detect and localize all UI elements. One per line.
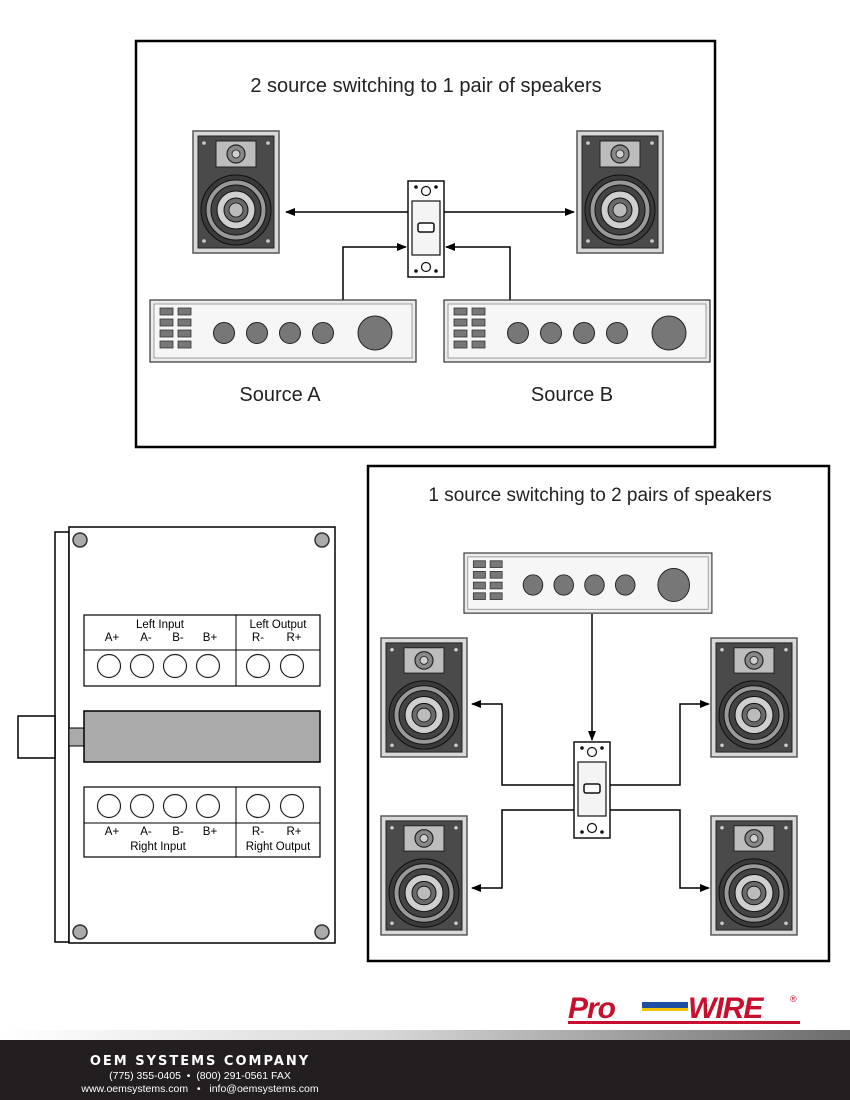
mounting-screw-icon <box>314 532 330 548</box>
web-line: www.oemsystems.com • info@oemsystems.com <box>40 1083 360 1096</box>
speaker-top-left-icon <box>380 637 468 758</box>
terminal-block-tab <box>17 715 56 759</box>
right-input-label: Right Input <box>130 841 186 853</box>
terminal-label: R- <box>252 826 264 838</box>
logo-dash-accent <box>642 1008 688 1011</box>
company-name: OEM SYSTEMS COMPANY <box>89 1054 311 1069</box>
diagram-two-sources: 2 source switching to 1 pair of speakers… <box>134 39 717 449</box>
footer-contact: OEM SYSTEMS COMPANY (775) 355-0405 • (80… <box>40 1054 360 1096</box>
footer-bar: OEM SYSTEMS COMPANY (775) 355-0405 • (80… <box>0 1040 850 1100</box>
terminal-screw-icon <box>279 653 305 679</box>
mounting-screw-icon <box>72 532 88 548</box>
logo-registered-mark: ® <box>790 994 797 1004</box>
diagram2-title: 1 source switching to 2 pairs of speaker… <box>428 485 771 506</box>
speaker-left-icon <box>192 130 280 254</box>
terminal-label: A+ <box>105 826 120 838</box>
footer: OEM SYSTEMS COMPANY (775) 355-0405 • (80… <box>0 1030 850 1100</box>
terminal-screw-icon <box>129 653 155 679</box>
speaker-top-right-icon <box>710 637 798 758</box>
arrow-from-source-a <box>342 243 407 300</box>
source-amplifier-icon <box>463 552 713 614</box>
terminal-screw-icon <box>162 653 188 679</box>
terminal-screw-icon <box>96 653 122 679</box>
left-output-label: Left Output <box>250 619 308 631</box>
arrow-to-bottom-right-speaker <box>610 809 710 892</box>
terminal-screw-icon <box>195 653 221 679</box>
logo-pro-text: Pro <box>568 992 616 1025</box>
terminal-label: R- <box>252 632 264 644</box>
switchplate-icon <box>407 180 445 278</box>
speaker-bottom-left-icon <box>380 815 468 936</box>
website-link[interactable]: www.oemsystems.com <box>81 1083 189 1095</box>
terminal-screw-icon <box>96 793 122 819</box>
terminal-label: R+ <box>286 826 301 838</box>
arrow-to-bottom-left-speaker <box>471 809 574 892</box>
email-link[interactable]: info@oemsystems.com <box>209 1083 319 1095</box>
source-b-amplifier-icon <box>443 299 711 363</box>
speaker-right-icon <box>576 130 664 254</box>
source-a-label: Source A <box>239 384 321 406</box>
logo-underline <box>568 1021 800 1024</box>
phone-number: (775) 355-0405 <box>109 1070 181 1082</box>
logo-wire-text: WIRE <box>688 992 764 1025</box>
terminal-screw-icon <box>162 793 188 819</box>
source-b-label: Source B <box>531 384 613 406</box>
terminal-screw-icon <box>129 793 155 819</box>
terminal-screw-icon <box>279 793 305 819</box>
right-output-label: Right Output <box>246 841 311 853</box>
mounting-screw-icon <box>72 924 88 940</box>
terminal-block-side <box>54 531 70 943</box>
diagram-two-speaker-pairs: 1 source switching to 2 pairs of speaker… <box>366 464 831 963</box>
switchplate-icon <box>573 741 611 839</box>
speaker-bottom-right-icon <box>710 815 798 936</box>
left-input-label: Left Input <box>136 619 185 631</box>
terminal-block-stub <box>68 727 86 747</box>
footer-gradient <box>0 1030 850 1040</box>
terminal-label: B+ <box>203 632 218 644</box>
source-a-amplifier-icon <box>149 299 417 363</box>
arrow-from-source-b <box>445 243 511 300</box>
terminal-block-bar <box>83 710 321 763</box>
arrow-to-top-right-speaker <box>610 700 710 786</box>
terminal-label: A- <box>140 632 152 644</box>
terminal-label: B- <box>172 632 184 644</box>
fax-number: (800) 291-0561 FAX <box>196 1070 291 1082</box>
terminal-label: A- <box>140 826 152 838</box>
phone-line: (775) 355-0405 • (800) 291-0561 FAX <box>40 1070 360 1083</box>
terminal-label: R+ <box>286 632 301 644</box>
separator-dot: • <box>186 1070 191 1082</box>
arrow-to-top-left-speaker <box>471 700 574 786</box>
diagram1-title: 2 source switching to 1 pair of speakers <box>250 75 601 97</box>
terminal-label: B+ <box>203 826 218 838</box>
terminal-screw-icon <box>195 793 221 819</box>
mounting-screw-icon <box>314 924 330 940</box>
logo-dash <box>642 1002 688 1008</box>
terminal-screw-icon <box>245 653 271 679</box>
separator-dot: • <box>196 1083 201 1095</box>
prowire-logo: Pro WIRE ® <box>568 992 800 1025</box>
terminal-label: B- <box>172 826 184 838</box>
terminal-block: Left Input Left Output A+ A- B- B+ R- R+ <box>17 526 336 944</box>
terminal-label: A+ <box>105 632 120 644</box>
terminal-screw-icon <box>245 793 271 819</box>
